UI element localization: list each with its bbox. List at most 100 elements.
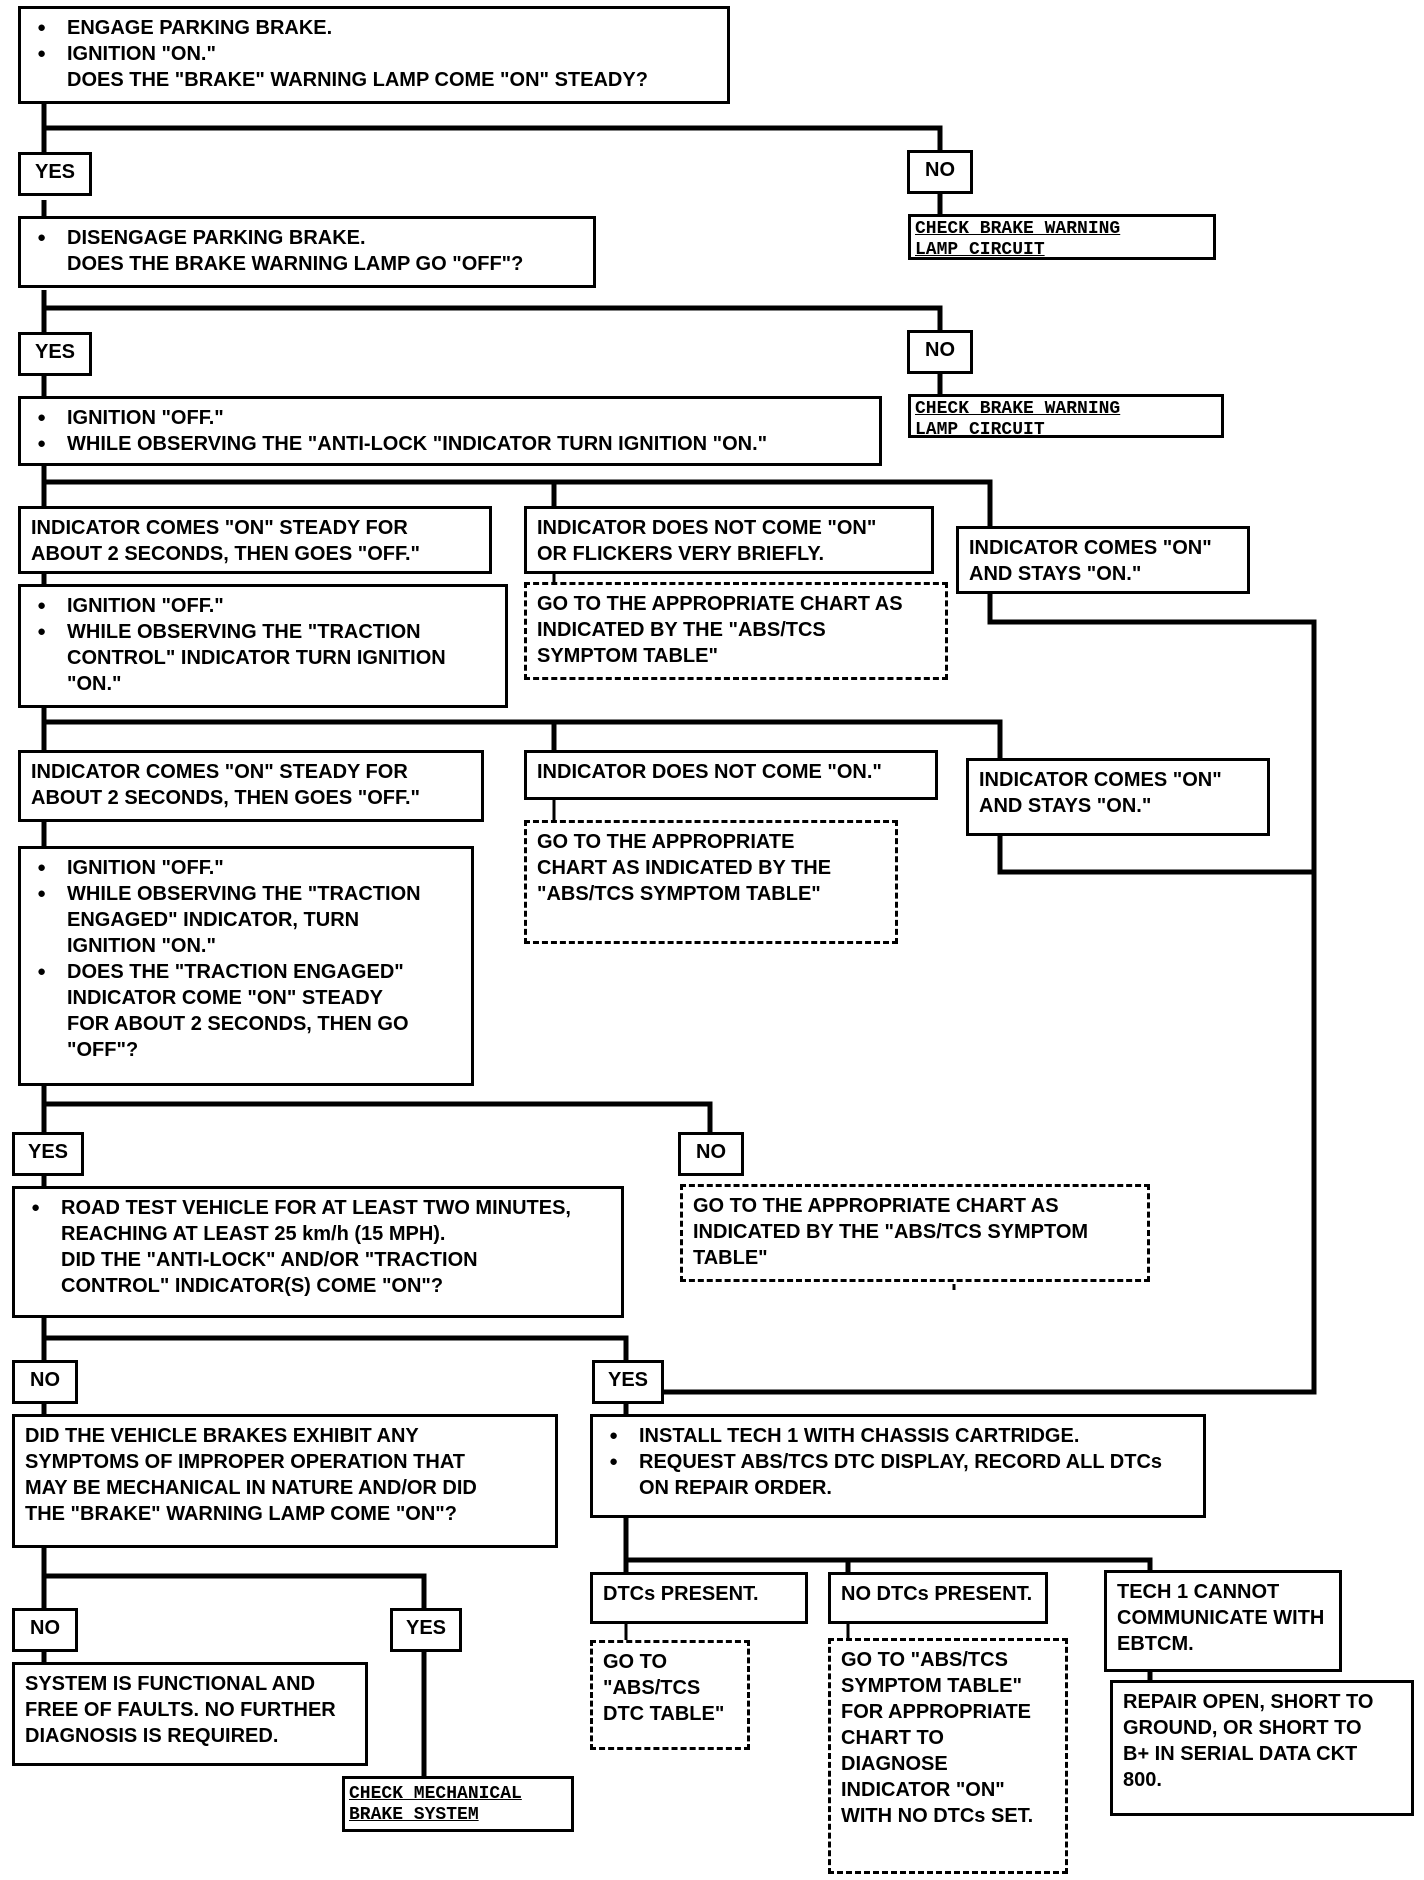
step-observe-anti-lock-indicator: IGNITION "OFF." WHILE OBSERVING THE "ANT… [18,396,882,466]
no-label: NO [12,1608,78,1652]
text-line: CHECK MECHANICAL [349,1784,522,1804]
text-line: INDICATOR "ON" [841,1779,1005,1801]
result-no-dtcs-present: NO DTCs PRESENT. [828,1572,1048,1624]
text-line: SYSTEM IS FUNCTIONAL AND [25,1673,316,1695]
text-line: TECH 1 CANNOT [1117,1581,1280,1603]
step-item: DOES THE "TRACTION ENGAGED" [31,959,461,985]
step-observe-traction-control-indicator: IGNITION "OFF." WHILE OBSERVING THE "TRA… [18,584,508,708]
result-indicator-not-on: INDICATOR DOES NOT COME "ON." [524,750,938,800]
step-item-cont: "OFF"? [67,1039,139,1061]
yes-label: YES [390,1608,462,1652]
step-item-cont: FOR ABOUT 2 SECONDS, THEN GO [67,1013,409,1035]
text-line: INDICATOR COMES "ON" STEADY FOR [31,761,408,783]
text-line: TABLE" [693,1247,768,1269]
goto-abs-tcs-symptom-table: GO TO THE APPROPRIATE CHART AS INDICATED… [524,582,948,680]
result-repair-serial-data-circuit: REPAIR OPEN, SHORT TO GROUND, OR SHORT T… [1110,1680,1414,1816]
text-line: GROUND, OR SHORT TO [1123,1717,1362,1739]
text-line: GO TO "ABS/TCS [841,1649,1008,1671]
text-line: THE "BRAKE" WARNING LAMP COME "ON"? [25,1503,458,1525]
step-engage-parking-brake: ENGAGE PARKING BRAKE. IGNITION "ON." DOE… [18,6,730,104]
text-line: DTC TABLE" [603,1703,725,1725]
result-indicator-not-on-flickers: INDICATOR DOES NOT COME "ON" OR FLICKERS… [524,506,934,574]
text-line: LAMP CIRCUIT [915,240,1045,260]
text-line: CHECK BRAKE WARNING [915,219,1121,239]
text-line: INDICATOR DOES NOT COME "ON." [537,761,882,783]
yes-label: YES [12,1132,84,1176]
step-item: WHILE OBSERVING THE "TRACTION [31,881,461,907]
yes-label: YES [18,332,92,376]
step-item: ROAD TEST VEHICLE FOR AT LEAST TWO MINUT… [25,1195,611,1221]
text-line: GO TO THE APPROPRIATE [537,831,795,853]
text-line: LAMP CIRCUIT [915,420,1045,440]
step-question: DOES THE "BRAKE" WARNING LAMP COME "ON" … [67,69,648,91]
result-dtcs-present: DTCs PRESENT. [590,1572,808,1624]
result-tech1-cannot-communicate: TECH 1 CANNOT COMMUNICATE WITH EBTCM. [1104,1570,1342,1672]
text-line: SYMPTOMS OF IMPROPER OPERATION THAT [25,1451,466,1473]
step-question: DID THE "ANTI-LOCK" AND/OR "TRACTION [61,1249,478,1271]
text-line: DIAGNOSE [841,1753,948,1775]
text-line: CHECK BRAKE WARNING [915,399,1121,419]
goto-abs-tcs-symptom-table: GO TO THE APPROPRIATE CHART AS INDICATED… [524,820,898,944]
step-observe-traction-engaged-indicator: IGNITION "OFF." WHILE OBSERVING THE "TRA… [18,846,474,1086]
result-system-functional: SYSTEM IS FUNCTIONAL AND FREE OF FAULTS.… [12,1662,368,1766]
step-item-cont: ENGAGED" INDICATOR, TURN [67,909,360,931]
step-item: IGNITION "ON." [31,41,717,67]
text-line: MAY BE MECHANICAL IN NATURE AND/OR DID [25,1477,477,1499]
step-item: DISENGAGE PARKING BRAKE. [31,225,583,251]
text-line: SYMPTOM TABLE" [537,645,718,667]
step-item: REQUEST ABS/TCS DTC DISPLAY, RECORD ALL … [603,1449,1193,1475]
no-label: NO [907,330,973,374]
step-road-test-vehicle: ROAD TEST VEHICLE FOR AT LEAST TWO MINUT… [12,1186,624,1318]
text-line: DIAGNOSIS IS REQUIRED. [25,1725,279,1747]
text-line: EBTCM. [1117,1633,1194,1655]
step-item: ENGAGE PARKING BRAKE. [31,15,717,41]
step-item: IGNITION "OFF." [31,855,461,881]
step-question: DOES THE BRAKE WARNING LAMP GO "OFF"? [67,253,524,275]
no-label: NO [907,150,973,194]
text-line: AND STAYS "ON." [969,563,1142,585]
text-line: INDICATED BY THE "ABS/TCS [537,619,826,641]
text-line: INDICATOR COMES "ON" [969,537,1212,559]
text-line: GO TO THE APPROPRIATE CHART AS [693,1195,1059,1217]
text-line: COMMUNICATE WITH [1117,1607,1325,1629]
text-line: INDICATOR DOES NOT COME "ON" [537,517,877,539]
check-brake-warning-lamp-circuit: CHECK BRAKE WARNING LAMP CIRCUIT [908,394,1224,440]
text-line: BRAKE SYSTEM [349,1805,479,1825]
text-line: ABOUT 2 SECONDS, THEN GOES "OFF." [31,543,421,565]
no-label: NO [12,1360,78,1404]
text-line: DID THE VEHICLE BRAKES EXHIBIT ANY [25,1425,419,1447]
text-line: CHART AS INDICATED BY THE [537,857,832,879]
text-line: AND STAYS "ON." [979,795,1152,817]
text-line: ABOUT 2 SECONDS, THEN GOES "OFF." [31,787,421,809]
result-indicator-stays-on: INDICATOR COMES "ON" AND STAYS "ON." [956,526,1250,594]
yes-label: YES [592,1360,664,1404]
text-line: REPAIR OPEN, SHORT TO [1123,1691,1374,1713]
text-line: 800. [1123,1769,1162,1791]
step-item: WHILE OBSERVING THE "TRACTION [31,619,495,645]
check-mechanical-brake-system: CHECK MECHANICAL BRAKE SYSTEM [342,1776,574,1832]
step-item-cont: REACHING AT LEAST 25 km/h (15 MPH). [61,1223,446,1245]
text-line: B+ IN SERIAL DATA CKT [1123,1743,1358,1765]
text-line: OR FLICKERS VERY BRIEFLY. [537,543,825,565]
text-line: DTCs PRESENT. [603,1583,759,1605]
step-disengage-parking-brake: DISENGAGE PARKING BRAKE. DOES THE BRAKE … [18,216,596,288]
text-line: FREE OF FAULTS. NO FURTHER [25,1699,336,1721]
result-indicator-steady-2s: INDICATOR COMES "ON" STEADY FOR ABOUT 2 … [18,750,484,822]
text-line: GO TO [603,1651,668,1673]
text-line: "ABS/TCS SYMPTOM TABLE" [537,883,821,905]
step-item: WHILE OBSERVING THE "ANTI-LOCK "INDICATO… [31,431,869,457]
text-line: NO DTCs PRESENT. [841,1583,1033,1605]
yes-label: YES [18,152,92,196]
result-indicator-steady-2s: INDICATOR COMES "ON" STEADY FOR ABOUT 2 … [18,506,492,574]
text-line: "ABS/TCS [603,1677,701,1699]
text-line: CHART TO [841,1727,944,1749]
step-item-cont: ON REPAIR ORDER. [639,1477,832,1499]
text-line: GO TO THE APPROPRIATE CHART AS [537,593,903,615]
step-question: CONTROL" INDICATOR(S) COME "ON"? [61,1275,444,1297]
step-item-cont: CONTROL" INDICATOR TURN IGNITION [67,647,446,669]
no-label: NO [678,1132,744,1176]
goto-abs-tcs-symptom-table-no-dtcs: GO TO "ABS/TCS SYMPTOM TABLE" FOR APPROP… [828,1638,1068,1874]
step-install-tech1: INSTALL TECH 1 WITH CHASSIS CARTRIDGE. R… [590,1414,1206,1518]
